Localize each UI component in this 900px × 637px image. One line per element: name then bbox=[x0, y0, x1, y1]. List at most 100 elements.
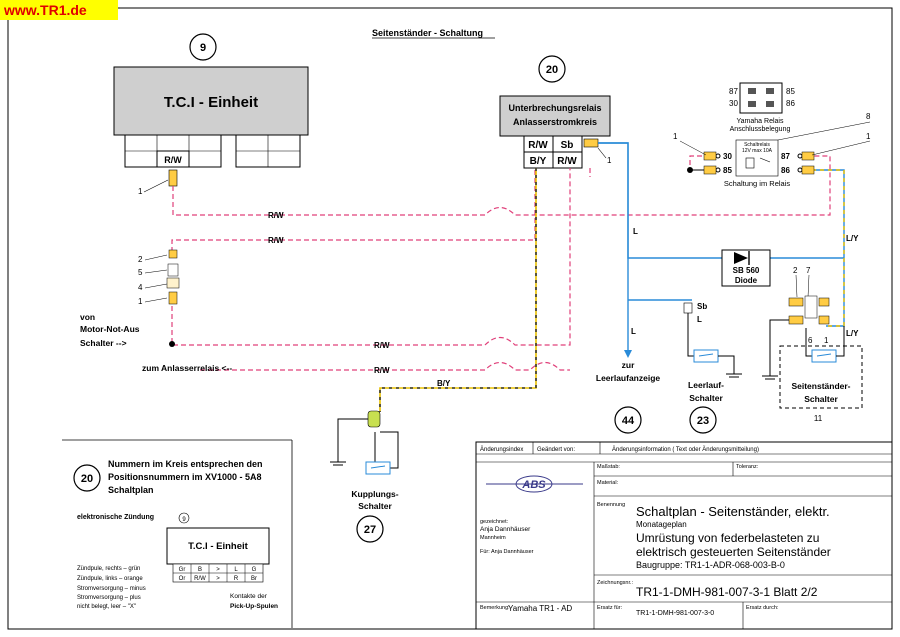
legend-text-1: Nummern im Kreis entsprechen den bbox=[108, 459, 263, 469]
sidestand-switch: 2 7 6 1 Seitenständer- Schalter 11 bbox=[762, 266, 863, 423]
clutch-switch: Kupplungs- Schalter 27 bbox=[330, 410, 399, 543]
legend-note-5: nicht belegt, leer – "X" bbox=[77, 604, 136, 610]
sidestand-num-7: 7 bbox=[806, 266, 811, 275]
clutch-number: 27 bbox=[364, 524, 376, 536]
connector-num-1: 1 bbox=[138, 297, 143, 306]
sidestand-num-6: 6 bbox=[808, 336, 813, 345]
relay-title: Unterbrechungsrelais bbox=[508, 103, 601, 113]
legend-note-4: Stromversorgung – plus bbox=[77, 595, 141, 601]
legend-pin-rw: R/W bbox=[194, 576, 206, 582]
tb-aenderungsinfo: Änderungsinformation ( Text oder Änderun… bbox=[612, 446, 759, 453]
diagram-title: Seitenständer - Schaltung bbox=[372, 28, 483, 38]
tb-name-3: Umrüstung von federbelasteten zu bbox=[636, 531, 819, 545]
tb-city: Mannheim bbox=[480, 535, 506, 541]
wire-label-ly1: L/Y bbox=[846, 234, 859, 243]
tb-benennung: Benennung bbox=[597, 502, 625, 508]
legend-pin-l: L bbox=[234, 567, 238, 573]
legend-pickup-2: Pick-Up-Spulen bbox=[230, 603, 278, 610]
leerlauf-number: 23 bbox=[697, 415, 709, 427]
neutral-area: zur Leerlaufanzeige 44 Sb L Leerlauf- Sc… bbox=[596, 302, 742, 434]
tci-unit: 9 T.C.I - Einheit R/W 1 bbox=[113, 33, 309, 196]
relay-inner-2: 12V max 10A bbox=[742, 148, 773, 154]
tb-material: Material: bbox=[597, 480, 619, 486]
legend-pin-x-bottom: > bbox=[216, 576, 220, 582]
tb-bemerkung: Bemerkung: bbox=[480, 605, 510, 611]
ly-wire bbox=[812, 169, 845, 327]
clutch-label-2: Schalter bbox=[358, 501, 392, 511]
tci-label: T.C.I - Einheit bbox=[164, 94, 258, 111]
legend-tci-label: T.C.I - Einheit bbox=[188, 541, 248, 552]
relay-pin-85: 85 bbox=[723, 166, 732, 175]
l-wires bbox=[598, 142, 844, 354]
legend-text-2: Positionsnummern im XV1000 - 5A8 bbox=[108, 472, 262, 482]
tb-massstab: Maßstab: bbox=[597, 464, 620, 470]
diode-sub: Diode bbox=[735, 276, 758, 285]
legend-pin-or: Or bbox=[179, 576, 186, 582]
tb-name-1: Schaltplan - Seitenständer, elektr. bbox=[636, 504, 830, 519]
relay-pin-rw-top: R/W bbox=[528, 140, 548, 151]
von-line-1: von bbox=[80, 312, 95, 322]
von-line-2: Motor-Not-Aus bbox=[80, 324, 140, 334]
yamaha-pin-86-right: 86 bbox=[786, 99, 795, 108]
sidestand-num-2: 2 bbox=[793, 266, 798, 275]
tb-name-5: Baugruppe: TR1-1-ADR-068-003-B-0 bbox=[636, 560, 785, 570]
tb-name-4: elektrisch gesteuerten Seitenständer bbox=[636, 545, 831, 559]
drawing-frame bbox=[7, 7, 893, 630]
tb-gezeichnet: gezeichnet: bbox=[480, 519, 509, 525]
tci-pointer-number: 1 bbox=[138, 187, 143, 196]
relay-inner-1: Schaltrelais bbox=[744, 142, 770, 148]
wire-label-l3: L bbox=[697, 315, 702, 324]
wire-label-rw2: R/W bbox=[268, 236, 284, 245]
left-texts: von Motor-Not-Aus Schalter --> zum Anlas… bbox=[80, 312, 232, 373]
yamaha-relay: 87 30 85 86 Yamaha Relais Anschlussbeleg… bbox=[673, 82, 871, 188]
sidestand-label-1: Seitenständer- bbox=[791, 381, 850, 391]
legend: 20 Nummern im Kreis entsprechen den Posi… bbox=[62, 439, 293, 628]
wire-label-sb: Sb bbox=[697, 302, 707, 311]
connector-num-2: 2 bbox=[138, 255, 143, 264]
legend-ez: elektronische Zündung bbox=[77, 514, 154, 521]
relay-connector bbox=[583, 138, 599, 148]
yamaha-pin-87-left: 87 bbox=[729, 87, 738, 96]
title-block: Änderungsindex Geändert von: Änderungsin… bbox=[475, 441, 893, 630]
sidestand-num-1: 1 bbox=[824, 336, 829, 345]
legend-note-3: Stromversorgung – minus bbox=[77, 586, 146, 592]
sidestand-num-11: 11 bbox=[814, 414, 823, 423]
leerlauf-label-1: Leerlauf- bbox=[688, 380, 724, 390]
interrupt-relay: 20 Unterbrechungsrelais Anlasserstromkre… bbox=[499, 55, 612, 169]
yamaha-relay-title-1: Yamaha Relais bbox=[737, 118, 784, 125]
tb-drawing-no: TR1-1-DMH-981-007-3-1 Blatt 2/2 bbox=[636, 585, 818, 599]
tb-aenderungsindex: Änderungsindex bbox=[480, 446, 523, 453]
legend-text-3: Schaltplan bbox=[108, 485, 154, 495]
legend-number: 20 bbox=[81, 473, 93, 485]
legend-pin-br: Br bbox=[251, 576, 257, 582]
tb-geaendert: Geändert von: bbox=[537, 447, 575, 453]
yamaha-relay-title-2: Anschlussbelegung bbox=[730, 126, 791, 133]
relay-pointer-number: 1 bbox=[607, 156, 612, 165]
relay-pin-30: 30 bbox=[723, 152, 732, 161]
leerlaufanzeige-text: Leerlaufanzeige bbox=[596, 373, 661, 383]
yamaha-pin-85-right: 85 bbox=[786, 87, 795, 96]
legend-pin-gr: Gr bbox=[179, 567, 186, 573]
wire-label-l1: L bbox=[633, 227, 638, 236]
relay-number-circle bbox=[538, 55, 566, 83]
wire-label-by: B/Y bbox=[437, 379, 451, 388]
relay-box bbox=[499, 95, 611, 137]
leerlaufanzeige-number: 44 bbox=[622, 415, 635, 427]
tci-connector bbox=[168, 169, 178, 187]
yamaha-pin-30-left: 30 bbox=[729, 99, 738, 108]
legend-pin-x-top: > bbox=[216, 567, 220, 573]
connector-num-4: 4 bbox=[138, 283, 143, 292]
leerlauf-label-2: Schalter bbox=[689, 393, 723, 403]
by-wire bbox=[379, 168, 537, 412]
wire-label-rw1: R/W bbox=[268, 211, 284, 220]
wire-labels: R/W R/W R/W R/W B/Y L L L/Y L/Y bbox=[268, 211, 859, 388]
tb-fuer: Für: Anja Dannhäuser bbox=[480, 549, 534, 555]
legend-pin-b: B bbox=[198, 567, 202, 573]
connector-num-5: 5 bbox=[138, 268, 143, 277]
legend-note-1: Zündpule, rechts – grün bbox=[77, 566, 140, 572]
tb-bemerkung-value: Yamaha TR1 - AD bbox=[508, 604, 572, 613]
relay-pin-by: B/Y bbox=[530, 156, 547, 167]
tb-ersatz-fuer: Ersatz für: bbox=[597, 605, 623, 611]
tb-name-2: Monatageplan bbox=[636, 520, 687, 529]
